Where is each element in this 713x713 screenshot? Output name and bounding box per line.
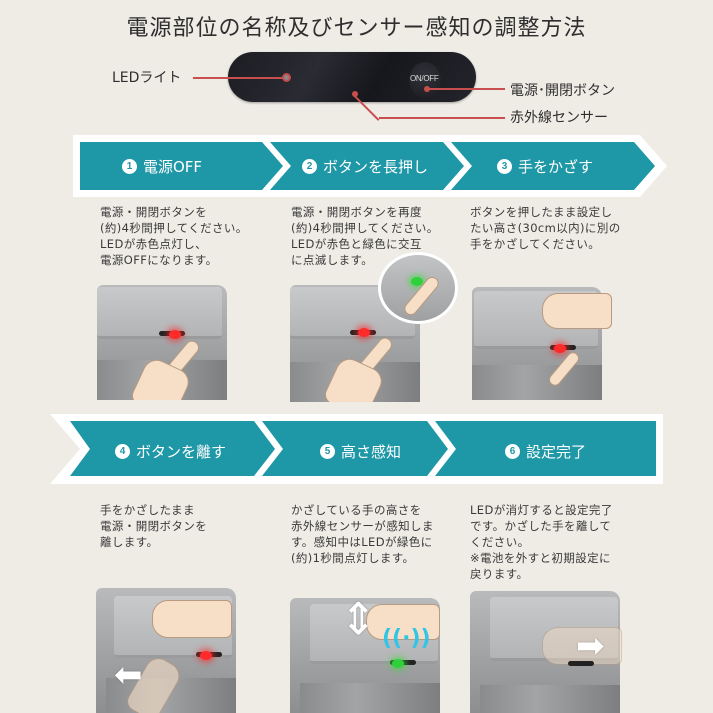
step-1-title: 電源OFF bbox=[143, 158, 203, 176]
page-title: 電源部位の名称及びセンサー感知の調整方法 bbox=[126, 16, 587, 41]
step-2-description: 電源・開閉ボタンを再度 (約)4秒間押してください。 LEDが赤色と緑色に交互 … bbox=[291, 205, 439, 267]
step-1-description: 電源・開閉ボタンを (約)4秒間押してください。 LEDが赤色点灯し、 電源OF… bbox=[100, 205, 248, 267]
step-4-title: ボタンを離す bbox=[136, 443, 227, 461]
hovering-hand-icon bbox=[366, 604, 440, 640]
power-button-label: 電源･開閉ボタン bbox=[510, 83, 615, 99]
step-6-header: 6 設定完了 bbox=[505, 441, 586, 462]
led-light-label: LEDライト bbox=[112, 70, 182, 86]
step-4-description: 手をかざしたまま 電源・開閉ボタンを 離します。 bbox=[100, 503, 208, 549]
step-4-number: 4 bbox=[115, 444, 130, 459]
step-2-title: ボタンを長押し bbox=[323, 158, 429, 176]
red-led-icon bbox=[554, 344, 566, 353]
step-5-header: 5 高さ感知 bbox=[320, 441, 401, 462]
step-4-header: 4 ボタンを離す bbox=[115, 441, 226, 462]
step-1-header: 1 電源OFF bbox=[122, 156, 202, 177]
arrow-left-icon: ⬅ bbox=[114, 655, 143, 695]
arrow-right-icon: ➡ bbox=[576, 626, 605, 666]
step-5-number: 5 bbox=[320, 444, 335, 459]
step-3-number: 3 bbox=[497, 159, 512, 174]
step-2-illustration bbox=[290, 252, 460, 402]
sensor-waves-icon: ((·)) bbox=[382, 626, 431, 651]
ir-sensor-pointer-dot bbox=[352, 91, 358, 97]
hovering-hand-icon bbox=[152, 600, 232, 638]
power-button-knob bbox=[409, 62, 441, 98]
step-6-illustration: ➡ bbox=[470, 587, 635, 713]
step-3-header: 3 手をかざす bbox=[497, 156, 593, 177]
onoff-label: ON/OFF bbox=[410, 74, 439, 83]
zoom-detail-circle bbox=[378, 252, 458, 324]
step-5-illustration: ⇕ ((·)) bbox=[290, 588, 440, 713]
step-3-description: ボタンを押したまま設定し たい高さ(30cm以内)に別の 手をかざしてください。 bbox=[470, 205, 621, 251]
red-led-icon bbox=[169, 330, 181, 339]
ir-sensor-label: 赤外線センサー bbox=[510, 110, 608, 126]
step-6-description: LEDが消灯すると設定完了 です。かざした手を離して ください。 ※電池を外すと… bbox=[470, 503, 613, 581]
ir-sensor-pointer-line bbox=[379, 117, 505, 119]
step-3-illustration bbox=[472, 287, 612, 400]
step-4-illustration: ⬅ bbox=[96, 588, 236, 713]
green-led-icon bbox=[392, 659, 404, 668]
step-3-title: 手をかざす bbox=[518, 158, 594, 176]
step-1-number: 1 bbox=[122, 159, 137, 174]
step-6-title: 設定完了 bbox=[526, 443, 587, 461]
step-2-header: 2 ボタンを長押し bbox=[302, 156, 428, 177]
step-1-illustration bbox=[97, 285, 227, 400]
green-led-icon bbox=[411, 277, 423, 286]
step-5-description: かざしている手の高さを 赤外線センサーが感知しま す。感知中はLEDが緑色に (… bbox=[291, 503, 434, 565]
hovering-hand-icon bbox=[542, 293, 612, 329]
arrow-updown-icon: ⇕ bbox=[340, 594, 377, 645]
led-pointer-line bbox=[193, 77, 283, 79]
step-5-title: 高さ感知 bbox=[341, 443, 402, 461]
red-led-icon bbox=[200, 651, 212, 660]
power-button-pointer-line bbox=[427, 88, 505, 90]
step-6-number: 6 bbox=[505, 444, 520, 459]
led-light-dot bbox=[282, 73, 291, 82]
red-led-icon bbox=[358, 328, 370, 337]
step-2-number: 2 bbox=[302, 159, 317, 174]
